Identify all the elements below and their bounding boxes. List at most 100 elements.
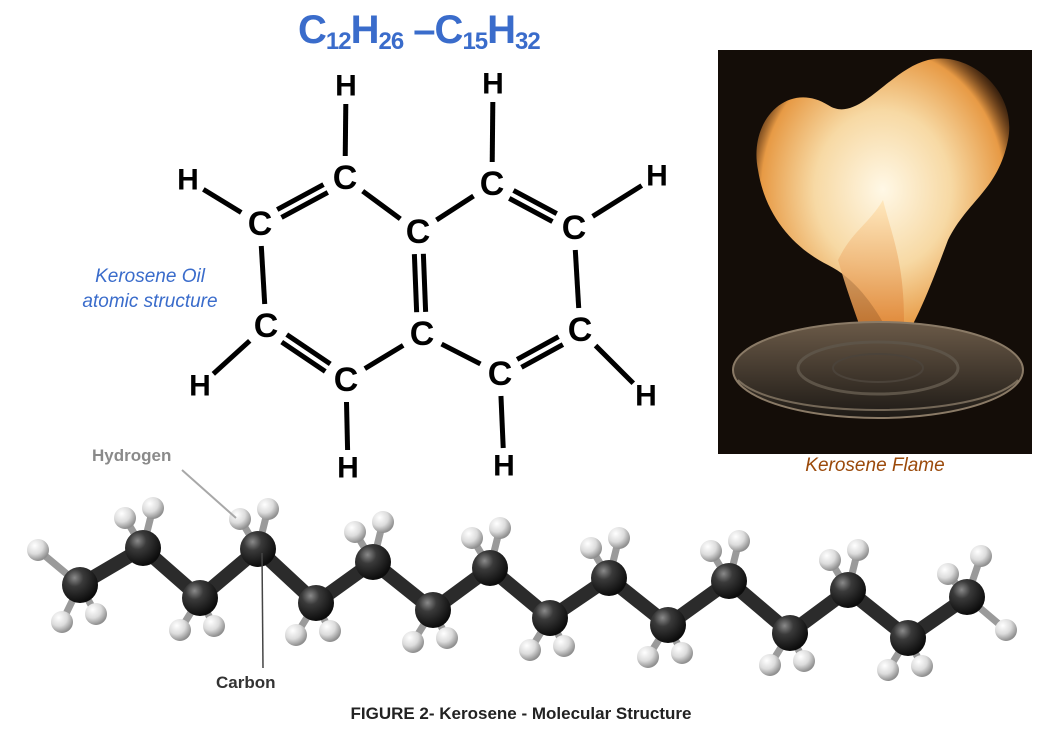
flame-tongue <box>838 200 904 350</box>
carbon-sphere <box>591 560 627 596</box>
formula-c12: C12 <box>298 8 352 55</box>
single-bond <box>489 101 496 163</box>
dish-rim-reflection <box>737 379 1019 411</box>
hydrogen-sphere <box>700 540 722 562</box>
double-bond-line <box>520 342 565 370</box>
carbon-atom-label: C <box>248 205 273 243</box>
hydrogen-sphere <box>637 646 659 668</box>
hydrogen-sphere <box>728 530 750 552</box>
single-bond <box>258 245 268 305</box>
dish-pattern <box>796 340 960 396</box>
hydrogen-atom-label: H <box>177 164 199 197</box>
flame-caption: Kerosene Flame <box>805 455 945 476</box>
hydrogen-sphere <box>229 508 251 530</box>
hydrogen-sphere <box>461 527 483 549</box>
carbon-sphere <box>949 579 985 615</box>
figure-caption: FIGURE 2- Kerosene - Molecular Structure <box>350 704 692 723</box>
hydrogen-sphere <box>877 659 899 681</box>
carbon-atom-label: C <box>334 361 359 399</box>
single-bond <box>440 341 482 367</box>
hydrogen-atom-label: H <box>482 68 504 101</box>
hydrogen-sphere <box>580 537 602 559</box>
double-bond-line <box>411 254 420 313</box>
carbon-atom-label: C <box>254 307 279 345</box>
single-bond <box>572 249 582 309</box>
structure-caption-line2: atomic structure <box>82 291 218 312</box>
hydrogen-sphere <box>995 619 1017 641</box>
carbon-sphere <box>182 580 218 616</box>
hydrogen-sphere <box>436 627 458 649</box>
single-bond <box>593 343 636 386</box>
hydrogen-sphere <box>257 498 279 520</box>
hydrogen-sphere <box>319 620 341 642</box>
hydrogen-atom-label: H <box>493 450 515 483</box>
carbon-sphere <box>298 585 334 621</box>
carbon-sphere <box>711 563 747 599</box>
carbon-label: Carbon <box>216 673 276 692</box>
hydrogen-sphere <box>911 655 933 677</box>
double-bond-line <box>285 332 332 367</box>
dish-inner-ring <box>832 353 924 383</box>
single-bond <box>344 401 351 451</box>
single-bond <box>211 338 252 376</box>
single-bond <box>361 189 402 221</box>
hydrogen-sphere <box>970 545 992 567</box>
formula-h32: H32 <box>487 8 541 55</box>
carbon-sphere <box>532 600 568 636</box>
single-bond <box>498 395 506 449</box>
double-bond-line <box>512 188 558 216</box>
hydrogen-sphere <box>344 521 366 543</box>
hydrogen-sphere <box>51 611 73 633</box>
single-bond <box>591 183 644 219</box>
double-bond-line <box>280 190 329 220</box>
carbon-sphere <box>472 550 508 586</box>
hydrogen-sphere <box>553 635 575 657</box>
hydrogen-sphere <box>142 497 164 519</box>
carbon-atom-label: C <box>562 209 587 247</box>
hydrogen-sphere <box>608 527 630 549</box>
hydrogen-sphere <box>671 642 693 664</box>
hydrogen-sphere <box>793 650 815 672</box>
carbon-atom-label: C <box>410 315 435 353</box>
hydrogen-sphere <box>489 517 511 539</box>
double-bond-line <box>280 339 327 374</box>
kerosene-flame-photo <box>718 50 1032 454</box>
double-bond-line <box>508 196 554 224</box>
glass-dish <box>732 321 1024 419</box>
hydrogen-sphere <box>819 549 841 571</box>
carbon-sphere <box>125 530 161 566</box>
hydrogen-atom-label: H <box>189 370 211 403</box>
formula-c15: C15 <box>434 8 489 55</box>
structure-caption-line1: Kerosene Oil <box>95 266 205 287</box>
hydrogen-sphere <box>169 619 191 641</box>
single-bond <box>202 187 243 215</box>
hydrogen-sphere <box>27 539 49 561</box>
hydrogen-atom-label: H <box>337 452 359 485</box>
carbon-sphere <box>62 567 98 603</box>
single-bond <box>363 343 405 371</box>
formula-dash: – <box>403 8 435 52</box>
hydrogen-sphere <box>85 603 107 625</box>
single-bond <box>435 193 475 223</box>
carbon-atom-label: C <box>480 165 505 203</box>
carbon-sphere <box>415 592 451 628</box>
hydrogen-sphere <box>285 624 307 646</box>
carbon-sphere <box>355 544 391 580</box>
hydrogen-sphere <box>759 654 781 676</box>
hydrogen-sphere <box>114 507 136 529</box>
formula-h26: H26 <box>350 8 405 55</box>
hydrogen-atom-label: H <box>635 380 657 413</box>
hydrogen-sphere <box>937 563 959 585</box>
hydrogen-sphere <box>203 615 225 637</box>
hydrogen-atom-label: H <box>335 70 357 103</box>
hydrogen-label: Hydrogen <box>92 446 172 465</box>
carbon-sphere <box>772 615 808 651</box>
chemical-formula: C12H26 –C15H32 <box>298 8 541 56</box>
carbon-atom-label: C <box>488 355 513 393</box>
hydrogen-sphere <box>519 639 541 661</box>
double-bond-line <box>420 253 429 312</box>
carbon-atom-label: C <box>406 213 431 251</box>
carbon-sphere <box>890 620 926 656</box>
